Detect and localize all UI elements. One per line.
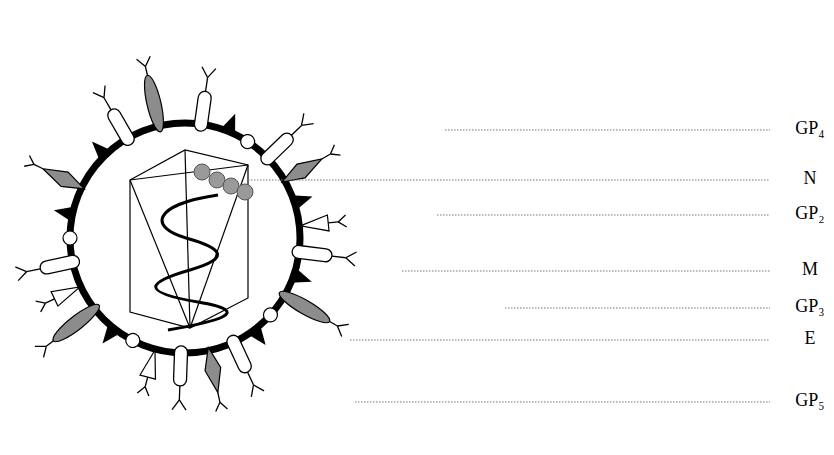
protein-label: E bbox=[805, 329, 816, 349]
surface-proteins bbox=[15, 56, 356, 412]
protein-label: M bbox=[802, 260, 818, 280]
protein-label: GP₃ bbox=[795, 297, 824, 317]
n-protein-beads bbox=[194, 164, 253, 200]
rna-helix bbox=[156, 195, 227, 330]
leader-lines bbox=[248, 130, 770, 402]
protein-label: GP₅ bbox=[795, 391, 824, 411]
protein-label: GP₂ bbox=[795, 204, 824, 224]
protein-label: GP₄ bbox=[795, 119, 824, 139]
protein-label: N bbox=[804, 169, 817, 189]
